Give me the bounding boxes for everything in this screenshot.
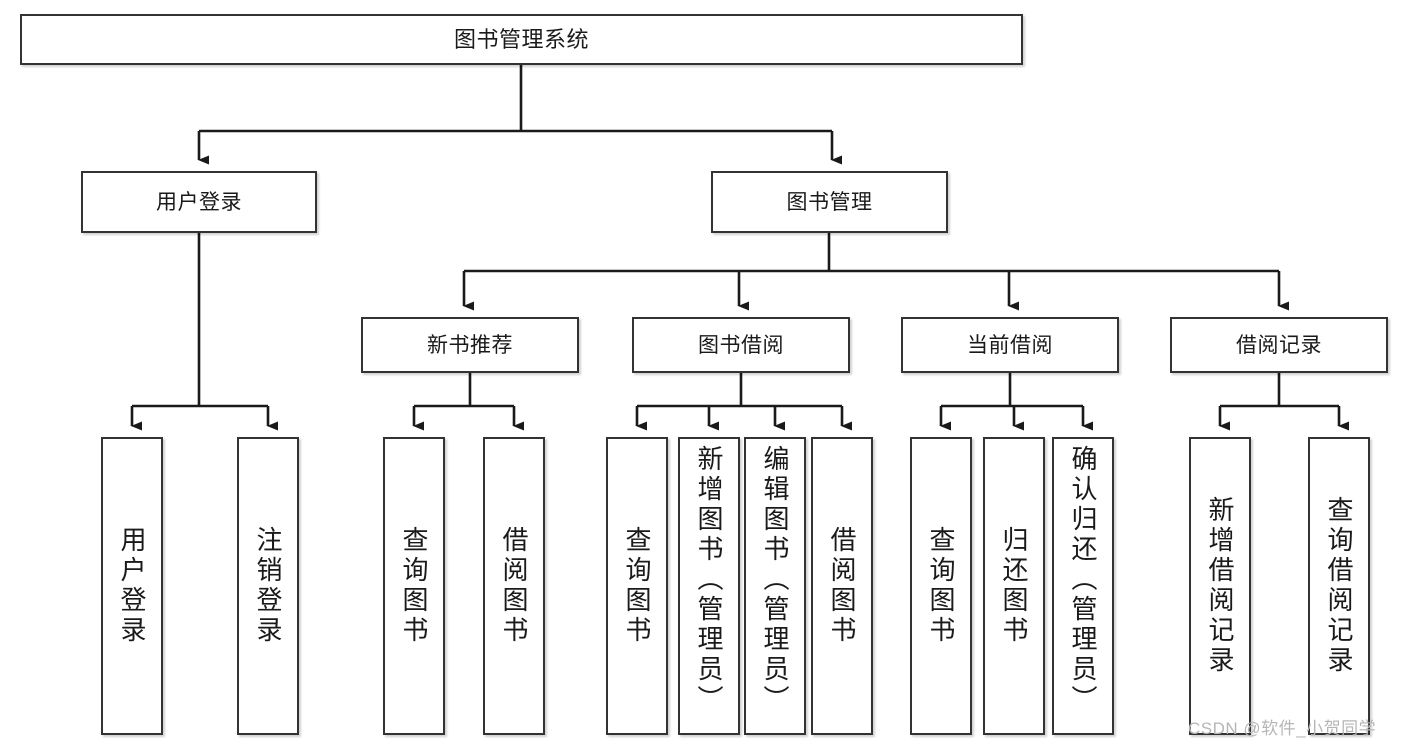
leaf-query-borrow-record-label: 查询借阅记录 — [1324, 496, 1354, 676]
leaf-query-borrow-record[interactable]: 查询借阅记录 — [1308, 437, 1370, 735]
leaf-query-book-recommend[interactable]: 查询图书 — [383, 437, 445, 735]
node-book-borrow-label: 图书借阅 — [698, 333, 784, 357]
leaf-query-book-borrow-label: 查询图书 — [622, 526, 652, 646]
node-book-management[interactable]: 图书管理 — [711, 171, 948, 233]
leaf-return-book[interactable]: 归还图书 — [983, 437, 1045, 735]
leaf-add-book-admin[interactable]: 新增图书（管理员） — [678, 437, 740, 735]
csdn-watermark: CSDN @软件_小贺同学 — [1188, 719, 1377, 738]
leaf-user-login-label: 用户登录 — [117, 526, 147, 646]
node-book-borrow[interactable]: 图书借阅 — [632, 317, 850, 373]
leaf-borrow-book-recommend-label: 借阅图书 — [499, 526, 529, 646]
node-new-book-recommend[interactable]: 新书推荐 — [361, 317, 579, 373]
node-current-borrow[interactable]: 当前借阅 — [901, 317, 1119, 373]
node-root-label: 图书管理系统 — [453, 26, 589, 52]
leaf-add-borrow-record[interactable]: 新增借阅记录 — [1189, 437, 1251, 735]
leaf-borrow-book-recommend[interactable]: 借阅图书 — [483, 437, 545, 735]
leaf-borrow-book-label: 借阅图书 — [827, 526, 857, 646]
leaf-user-logout-label: 注销登录 — [253, 526, 283, 646]
node-new-book-recommend-label: 新书推荐 — [427, 333, 513, 357]
node-current-borrow-label: 当前借阅 — [967, 333, 1053, 357]
node-user-login[interactable]: 用户登录 — [81, 171, 317, 233]
node-book-management-label: 图书管理 — [786, 190, 873, 214]
node-user-login-label: 用户登录 — [156, 190, 242, 214]
leaf-add-borrow-record-label: 新增借阅记录 — [1205, 496, 1235, 676]
node-borrow-record[interactable]: 借阅记录 — [1170, 317, 1388, 373]
leaf-user-login[interactable]: 用户登录 — [101, 437, 163, 735]
leaf-return-book-label: 归还图书 — [999, 526, 1029, 646]
leaf-add-book-admin-label: 新增图书（管理员） — [694, 445, 724, 715]
node-root[interactable]: 图书管理系统 — [20, 14, 1023, 65]
leaf-query-book-borrow[interactable]: 查询图书 — [606, 437, 668, 735]
leaf-edit-book-admin-label: 编辑图书（管理员） — [760, 445, 790, 715]
leaf-borrow-book[interactable]: 借阅图书 — [811, 437, 873, 735]
leaf-edit-book-admin[interactable]: 编辑图书（管理员） — [744, 437, 806, 735]
leaf-confirm-return-admin-label: 确认归还（管理员） — [1068, 445, 1098, 715]
leaf-user-logout[interactable]: 注销登录 — [237, 437, 299, 735]
node-borrow-record-label: 借阅记录 — [1236, 333, 1322, 357]
leaf-query-book-current-label: 查询图书 — [926, 526, 956, 646]
leaf-query-book-recommend-label: 查询图书 — [399, 526, 429, 646]
leaf-query-book-current[interactable]: 查询图书 — [910, 437, 972, 735]
leaf-confirm-return-admin[interactable]: 确认归还（管理员） — [1052, 437, 1114, 735]
